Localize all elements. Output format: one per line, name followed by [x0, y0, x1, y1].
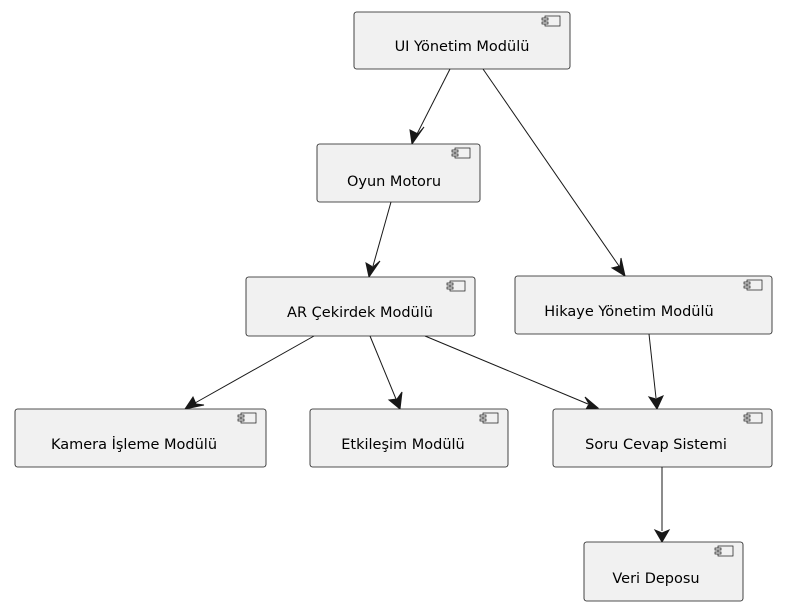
component-icon: [451, 147, 471, 159]
component-label: Etkileşim Modülü: [341, 437, 465, 453]
component-etkilesim-modulu: Etkileşim Modülü: [309, 408, 509, 468]
component-icon: [743, 412, 763, 424]
component-icon: [743, 279, 763, 291]
edge-hikaye-to-soru: [647, 333, 664, 411]
component-soru-cevap-sistemi: Soru Cevap Sistemi: [552, 408, 773, 468]
component-icon: [237, 412, 257, 424]
edge-ar-to-soru: [424, 335, 600, 412]
edge-ar-to-kamera: [183, 335, 315, 410]
component-label: Oyun Motoru: [347, 174, 441, 190]
edge-ui-to-hikaye: [482, 68, 626, 278]
component-icon: [479, 412, 499, 424]
component-label: UI Yönetim Modülü: [395, 39, 530, 55]
component-label: Hikaye Yönetim Modülü: [544, 304, 713, 320]
edge-soru-to-veri: [653, 467, 671, 543]
component-ar-cekirdek-modulu: AR Çekirdek Modülü: [245, 276, 476, 337]
component-label: Veri Deposu: [612, 571, 699, 587]
component-icon: [714, 545, 734, 557]
edge-ui-to-oyun: [409, 68, 451, 146]
component-veri-deposu: Veri Deposu: [583, 541, 744, 602]
component-label: Soru Cevap Sistemi: [585, 437, 727, 453]
edge-oyun-to-ar: [365, 201, 392, 279]
component-label: AR Çekirdek Modülü: [287, 305, 433, 321]
component-label: Kamera İşleme Modülü: [51, 435, 217, 453]
component-icon: [446, 280, 466, 292]
component-ui-yonetim-modulu: UI Yönetim Modülü: [353, 11, 571, 70]
component-oyun-motoru: Oyun Motoru: [316, 143, 481, 203]
component-kamera-isleme-modulu: Kamera İşleme Modülü: [14, 408, 267, 468]
edge-ar-to-etkilesim: [369, 335, 403, 410]
component-icon: [541, 15, 561, 27]
component-hikaye-yonetim-modulu: Hikaye Yönetim Modülü: [514, 275, 773, 335]
